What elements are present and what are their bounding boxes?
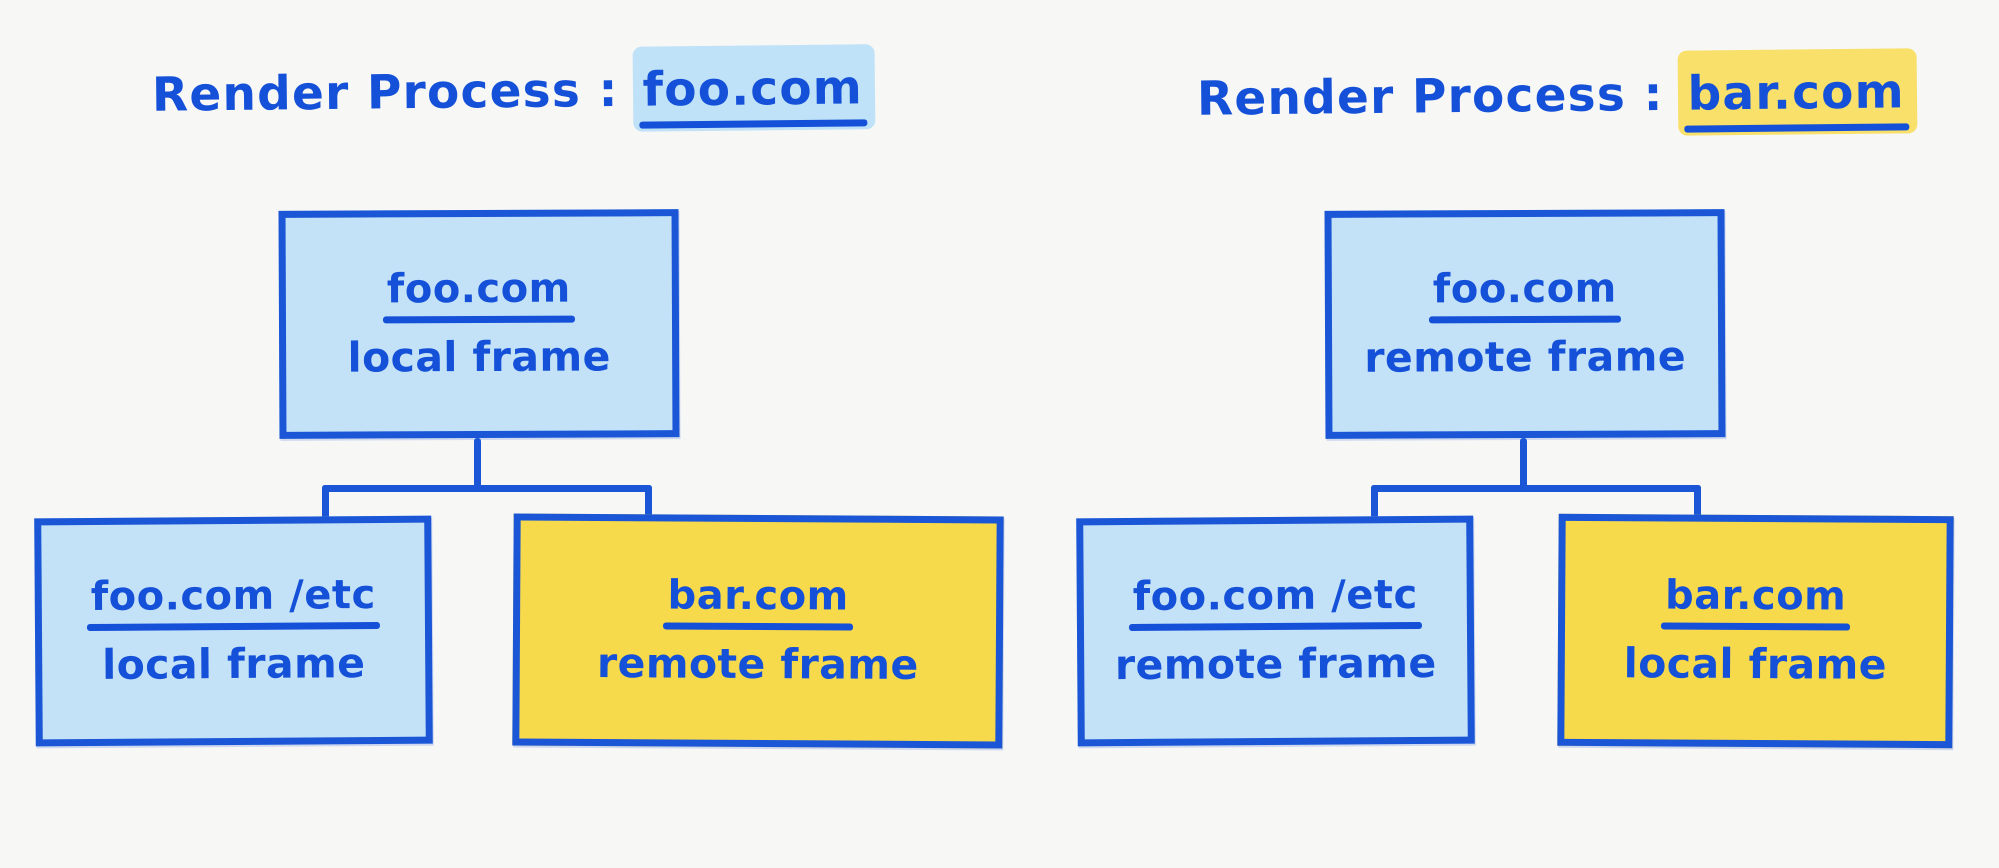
right-connector-drop-left xyxy=(1371,485,1378,521)
left-child-right-kind: remote frame xyxy=(596,639,919,690)
left-diagram-title: Render Process : foo.com xyxy=(152,58,876,127)
right-child-right-origin: bar.com xyxy=(1664,572,1847,621)
left-connector-bar xyxy=(322,485,652,492)
left-child-left-kind: local frame xyxy=(101,639,366,690)
right-connector-drop-right xyxy=(1694,485,1701,521)
left-title-prefix: Render Process : xyxy=(151,62,619,123)
left-root-frame-box[interactable]: foo.com local frame xyxy=(278,209,680,439)
right-child-right-frame-box[interactable]: bar.com local frame xyxy=(1557,513,1954,749)
right-connector-bar xyxy=(1371,485,1701,492)
right-title-process-origin: bar.com xyxy=(1677,62,1917,126)
right-root-origin: foo.com xyxy=(1432,266,1617,313)
left-connector-drop-left xyxy=(322,485,329,521)
left-child-right-origin: bar.com xyxy=(667,572,849,621)
right-diagram-title: Render Process : bar.com xyxy=(1197,62,1917,131)
right-root-frame-box[interactable]: foo.com remote frame xyxy=(1324,209,1726,439)
left-title-process-origin: foo.com xyxy=(632,58,875,122)
left-child-right-frame-box[interactable]: bar.com remote frame xyxy=(512,513,1004,749)
right-child-left-kind: remote frame xyxy=(1114,639,1437,690)
left-connector-stem xyxy=(474,438,481,488)
left-connector-drop-right xyxy=(645,485,652,521)
right-child-right-kind: local frame xyxy=(1623,639,1888,690)
left-root-origin: foo.com xyxy=(386,266,571,313)
left-root-kind: local frame xyxy=(347,332,611,383)
right-title-prefix: Render Process : xyxy=(1196,66,1664,127)
right-child-left-frame-box[interactable]: foo.com /etc remote frame xyxy=(1076,515,1475,747)
left-child-left-frame-box[interactable]: foo.com /etc local frame xyxy=(34,515,433,747)
right-root-kind: remote frame xyxy=(1364,332,1687,383)
right-child-left-origin: foo.com /etc xyxy=(1132,572,1418,621)
right-connector-stem xyxy=(1520,438,1527,488)
left-child-left-origin: foo.com /etc xyxy=(90,572,376,621)
